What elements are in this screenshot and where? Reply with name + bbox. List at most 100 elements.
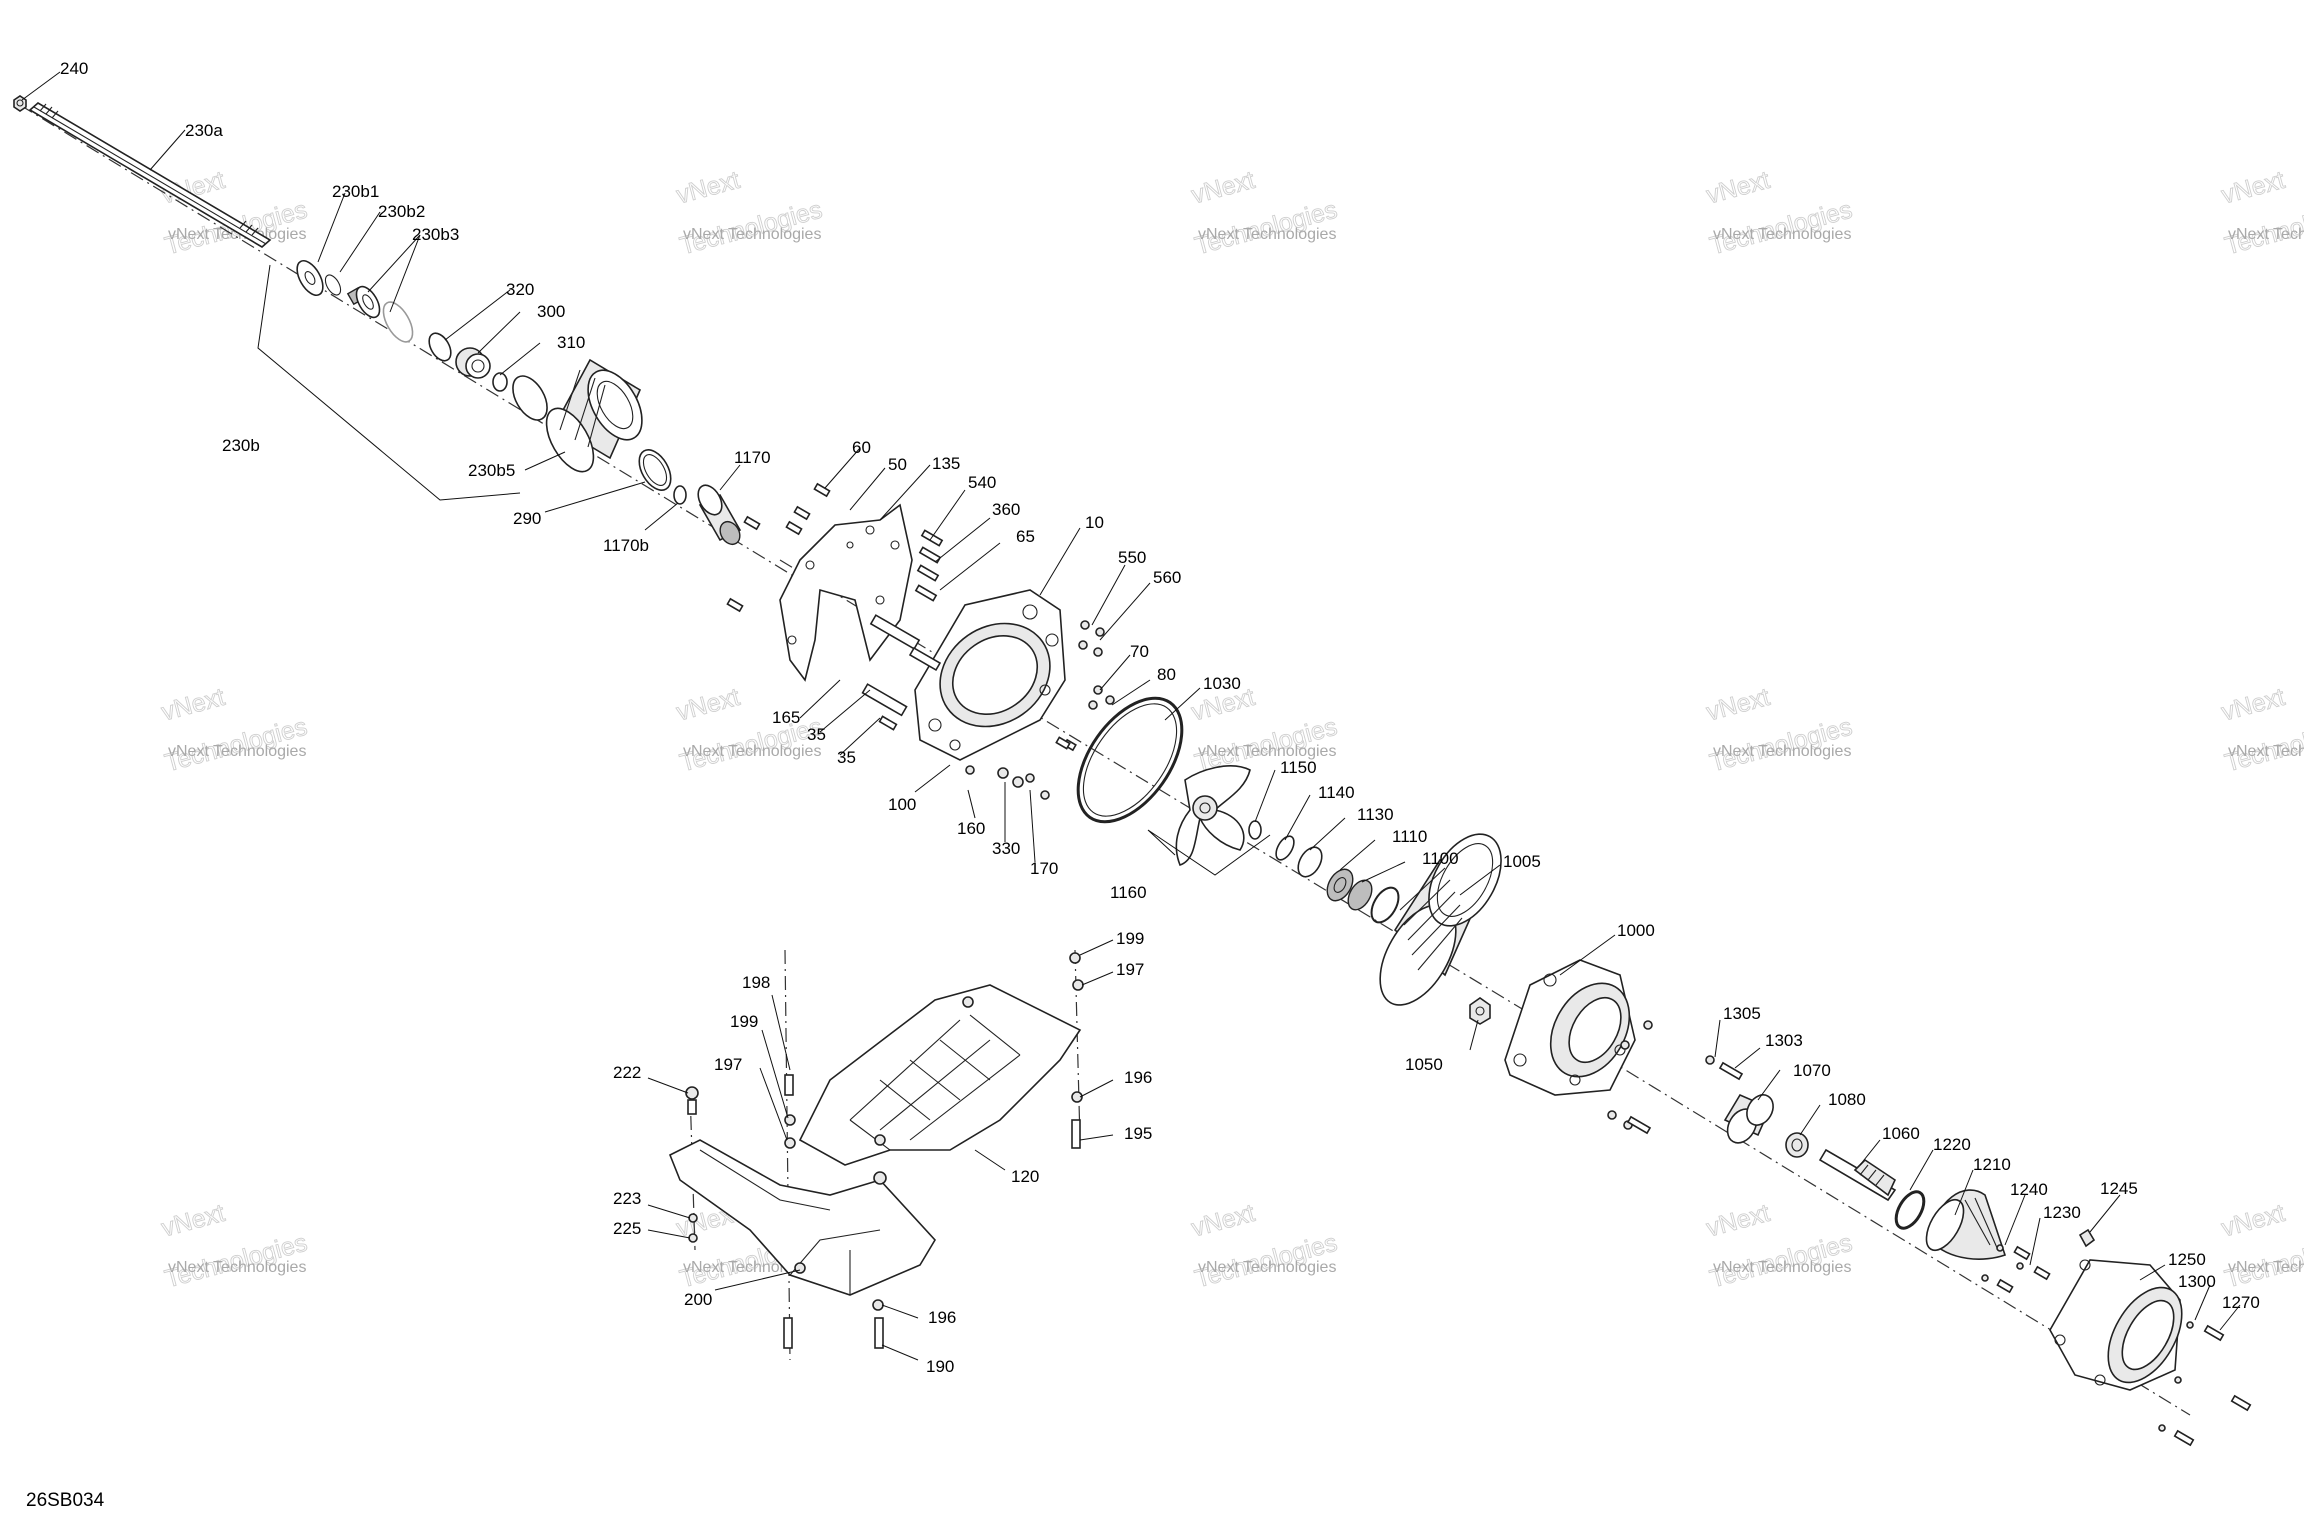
- boot-230b5: [545, 358, 643, 473]
- callout-1300: 1300: [2178, 1272, 2216, 1291]
- bearing-1170: [673, 484, 742, 546]
- watermark-text: vNext Technologies: [168, 743, 306, 760]
- callout-230b2: 230b2: [378, 202, 425, 221]
- watermark-text: vNext Technologies: [1198, 743, 1336, 760]
- callout-196-b: 196: [928, 1308, 956, 1327]
- callout-240: 240: [60, 59, 88, 78]
- drawing-code: 26SB034: [26, 1490, 105, 1511]
- watermark-text: vNext Technologies: [2228, 743, 2304, 760]
- callout-223: 223: [613, 1189, 641, 1208]
- callout-1303: 1303: [1765, 1031, 1803, 1050]
- callout-50: 50: [888, 455, 907, 474]
- callout-200: 200: [684, 1290, 712, 1309]
- callout-35-b: 35: [837, 748, 856, 767]
- callout-135: 135: [932, 454, 960, 473]
- o-ring-1220: [1894, 1190, 1926, 1230]
- watermark-text: vNext Technologies: [1198, 226, 1336, 243]
- bracket-200: [668, 1139, 936, 1296]
- watermark-brand: vNext: [1704, 166, 1773, 210]
- fasteners-1300-1270: [2158, 1321, 2252, 1447]
- callout-120: 120: [1011, 1167, 1039, 1186]
- watermark-text: vNext Technologies: [1713, 226, 1851, 243]
- watermark-brand: vNext: [674, 683, 743, 727]
- callout-1305: 1305: [1723, 1004, 1761, 1023]
- cone-1210: [1925, 1189, 2007, 1260]
- watermark-brand: vNext: [1704, 1199, 1773, 1243]
- lower-fasteners: [685, 952, 1084, 1349]
- fasteners-1305-1303: [1607, 1020, 1744, 1135]
- callout-190: 190: [926, 1357, 954, 1376]
- watermark-brand: vNext: [2219, 1199, 2288, 1243]
- callout-330: 330: [992, 839, 1020, 858]
- callout-1230: 1230: [2043, 1203, 2081, 1222]
- group-brackets: [257, 264, 1271, 876]
- callout-300: 300: [537, 302, 565, 321]
- callout-10: 10: [1085, 513, 1104, 532]
- callout-230a: 230a: [185, 121, 223, 140]
- watermark-text: vNext Technologies: [1713, 1259, 1851, 1276]
- fitting-1050: [1469, 997, 1491, 1025]
- watermark-brand: vNext: [159, 1199, 228, 1243]
- rings-1150-1100: [1248, 820, 1400, 924]
- venturi-1250: [2049, 1228, 2183, 1391]
- callout-1240: 1240: [2010, 1180, 2048, 1199]
- callout-225: 225: [613, 1219, 641, 1238]
- callout-1160: 1160: [1110, 883, 1147, 902]
- callout-320: 320: [506, 280, 534, 299]
- callout-199-a: 199: [1116, 929, 1144, 948]
- callout-1030: 1030: [1203, 674, 1241, 693]
- callout-leader-lines: [21, 71, 2241, 1361]
- callout-1220: 1220: [1933, 1135, 1971, 1154]
- callout-230b: 230b: [222, 436, 260, 455]
- callout-60: 60: [852, 438, 871, 457]
- callout-165: 165: [772, 708, 800, 727]
- callout-1210: 1210: [1973, 1155, 2011, 1174]
- callout-230b3: 230b3: [412, 225, 459, 244]
- callout-65: 65: [1016, 527, 1035, 546]
- callout-197-b: 197: [714, 1055, 742, 1074]
- callout-160: 160: [957, 819, 985, 838]
- watermark-brand: vNext: [674, 166, 743, 210]
- callout-1110: 1110: [1392, 827, 1427, 846]
- boot-parts-230b: [296, 260, 414, 343]
- watermark-text: vNext Technologies: [1713, 743, 1851, 760]
- o-ring-1030: [1076, 696, 1184, 824]
- mounting-plate-540: [779, 503, 913, 682]
- callout-310: 310: [557, 333, 585, 352]
- watermark-text: vNext Technologies: [2228, 1259, 2304, 1276]
- callout-550: 550: [1118, 548, 1146, 567]
- callout-1270: 1270: [2222, 1293, 2260, 1312]
- ride-plate-120: [798, 984, 1082, 1166]
- watermark-text: vNext Technologies: [683, 743, 821, 760]
- watermark-brand: vNext: [2219, 683, 2288, 727]
- drive-shaft-230a: [28, 102, 272, 248]
- callout-1060: 1060: [1882, 1124, 1920, 1143]
- callout-360: 360: [992, 500, 1020, 519]
- callout-290: 290: [513, 509, 541, 528]
- callout-100: 100: [888, 795, 916, 814]
- impeller-shaft-1060: [1818, 1148, 1897, 1202]
- watermark-text: vNext Technologies: [2228, 226, 2304, 243]
- studs-and-bolts-housing: [726, 482, 1115, 800]
- callout-1170b: 1170b: [603, 536, 649, 555]
- callout-1005: 1005: [1503, 852, 1541, 871]
- callout-197-a: 197: [1116, 960, 1144, 979]
- callout-1070: 1070: [1793, 1061, 1831, 1080]
- watermark-brand: vNext: [1189, 1199, 1258, 1243]
- callout-230b1: 230b1: [332, 182, 379, 201]
- pump-housing-10: [914, 589, 1066, 761]
- callout-198: 198: [742, 973, 770, 992]
- watermark-text: vNext Technologies: [1198, 1259, 1336, 1276]
- callout-560: 560: [1153, 568, 1181, 587]
